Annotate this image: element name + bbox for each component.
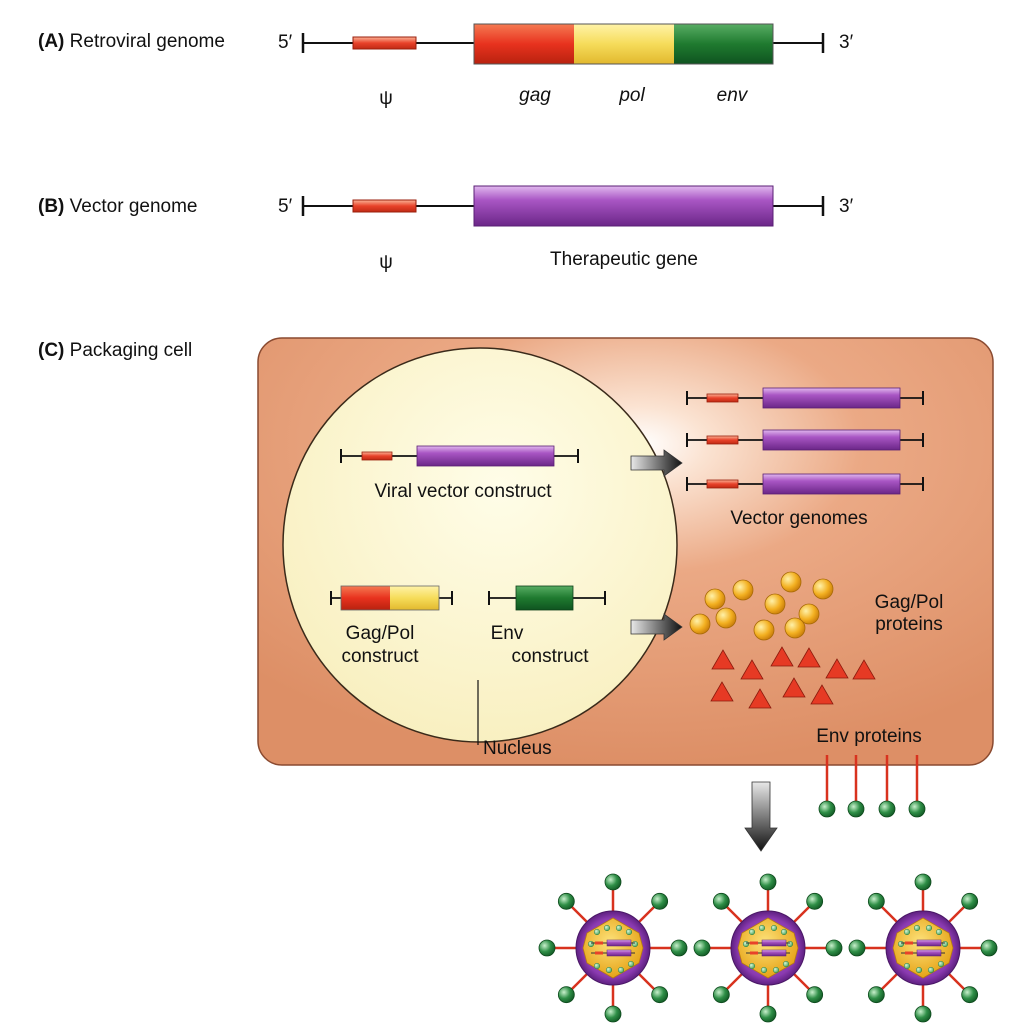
env-segment bbox=[674, 24, 773, 64]
gene-outline bbox=[473, 23, 774, 65]
therapeutic-gene-label: Therapeutic gene bbox=[550, 249, 698, 270]
membrane-env-spikes bbox=[818, 755, 926, 818]
gagpol-proteins bbox=[689, 571, 834, 641]
arrow-down-icon bbox=[744, 781, 778, 852]
five-prime-label: 5′ bbox=[278, 32, 293, 53]
vector-genome bbox=[686, 473, 924, 495]
env-proteins bbox=[710, 646, 876, 709]
gagpol-proteins-label-2: proteins bbox=[875, 614, 943, 635]
psi-segment bbox=[352, 36, 417, 50]
psi-label: ψ bbox=[379, 88, 393, 109]
gagpol-construct-label-1: Gag/Pol bbox=[346, 623, 415, 644]
vector-genome bbox=[686, 387, 924, 409]
viral-vector-construct-label: Viral vector construct bbox=[374, 481, 552, 502]
panel-a: (A) Retroviral genome 5′ 3′ ψ gag pol en… bbox=[38, 23, 854, 109]
three-prime-label: 3′ bbox=[839, 196, 854, 217]
panel-a-label: (A) Retroviral genome bbox=[38, 31, 225, 52]
gag-segment bbox=[474, 24, 574, 64]
panel-c-label: (C) Packaging cell bbox=[38, 340, 192, 361]
vector-genomes-label: Vector genomes bbox=[730, 508, 867, 529]
env-construct bbox=[488, 585, 606, 611]
nucleus-label: Nucleus bbox=[483, 738, 552, 759]
vector-virus-particle bbox=[538, 873, 688, 1023]
nucleus bbox=[282, 347, 678, 743]
therapeutic-gene-segment bbox=[473, 185, 774, 227]
env-label: env bbox=[717, 85, 749, 106]
panel-b-label: (B) Vector genome bbox=[38, 196, 197, 217]
pol-label: pol bbox=[618, 85, 645, 106]
gagpol-construct bbox=[330, 585, 453, 611]
panel-b: (B) Vector genome 5′ 3′ ψ Therapeutic ge… bbox=[38, 185, 854, 273]
vector-virus-particles bbox=[538, 873, 998, 1023]
panel-c: (C) Packaging cell Viral vector construc… bbox=[38, 337, 998, 1023]
env-proteins-label: Env proteins bbox=[816, 726, 922, 747]
arrow-right-icon bbox=[630, 449, 683, 477]
psi-segment bbox=[352, 199, 417, 213]
three-prime-label: 3′ bbox=[839, 32, 854, 53]
gagpol-construct-label-2: construct bbox=[341, 646, 419, 667]
env-construct-label-2: construct bbox=[511, 646, 589, 667]
vector-genome bbox=[686, 429, 924, 451]
gagpol-proteins-label-1: Gag/Pol bbox=[875, 592, 944, 613]
viral-vector-construct bbox=[340, 445, 579, 467]
arrow-right-icon bbox=[630, 613, 683, 641]
gag-label: gag bbox=[519, 85, 551, 106]
psi-label: ψ bbox=[379, 252, 393, 273]
env-construct-label-1: Env bbox=[491, 623, 524, 644]
pol-segment bbox=[574, 24, 674, 64]
vector-virus-particle bbox=[693, 873, 843, 1023]
five-prime-label: 5′ bbox=[278, 196, 293, 217]
vector-virus-particle bbox=[848, 873, 998, 1023]
